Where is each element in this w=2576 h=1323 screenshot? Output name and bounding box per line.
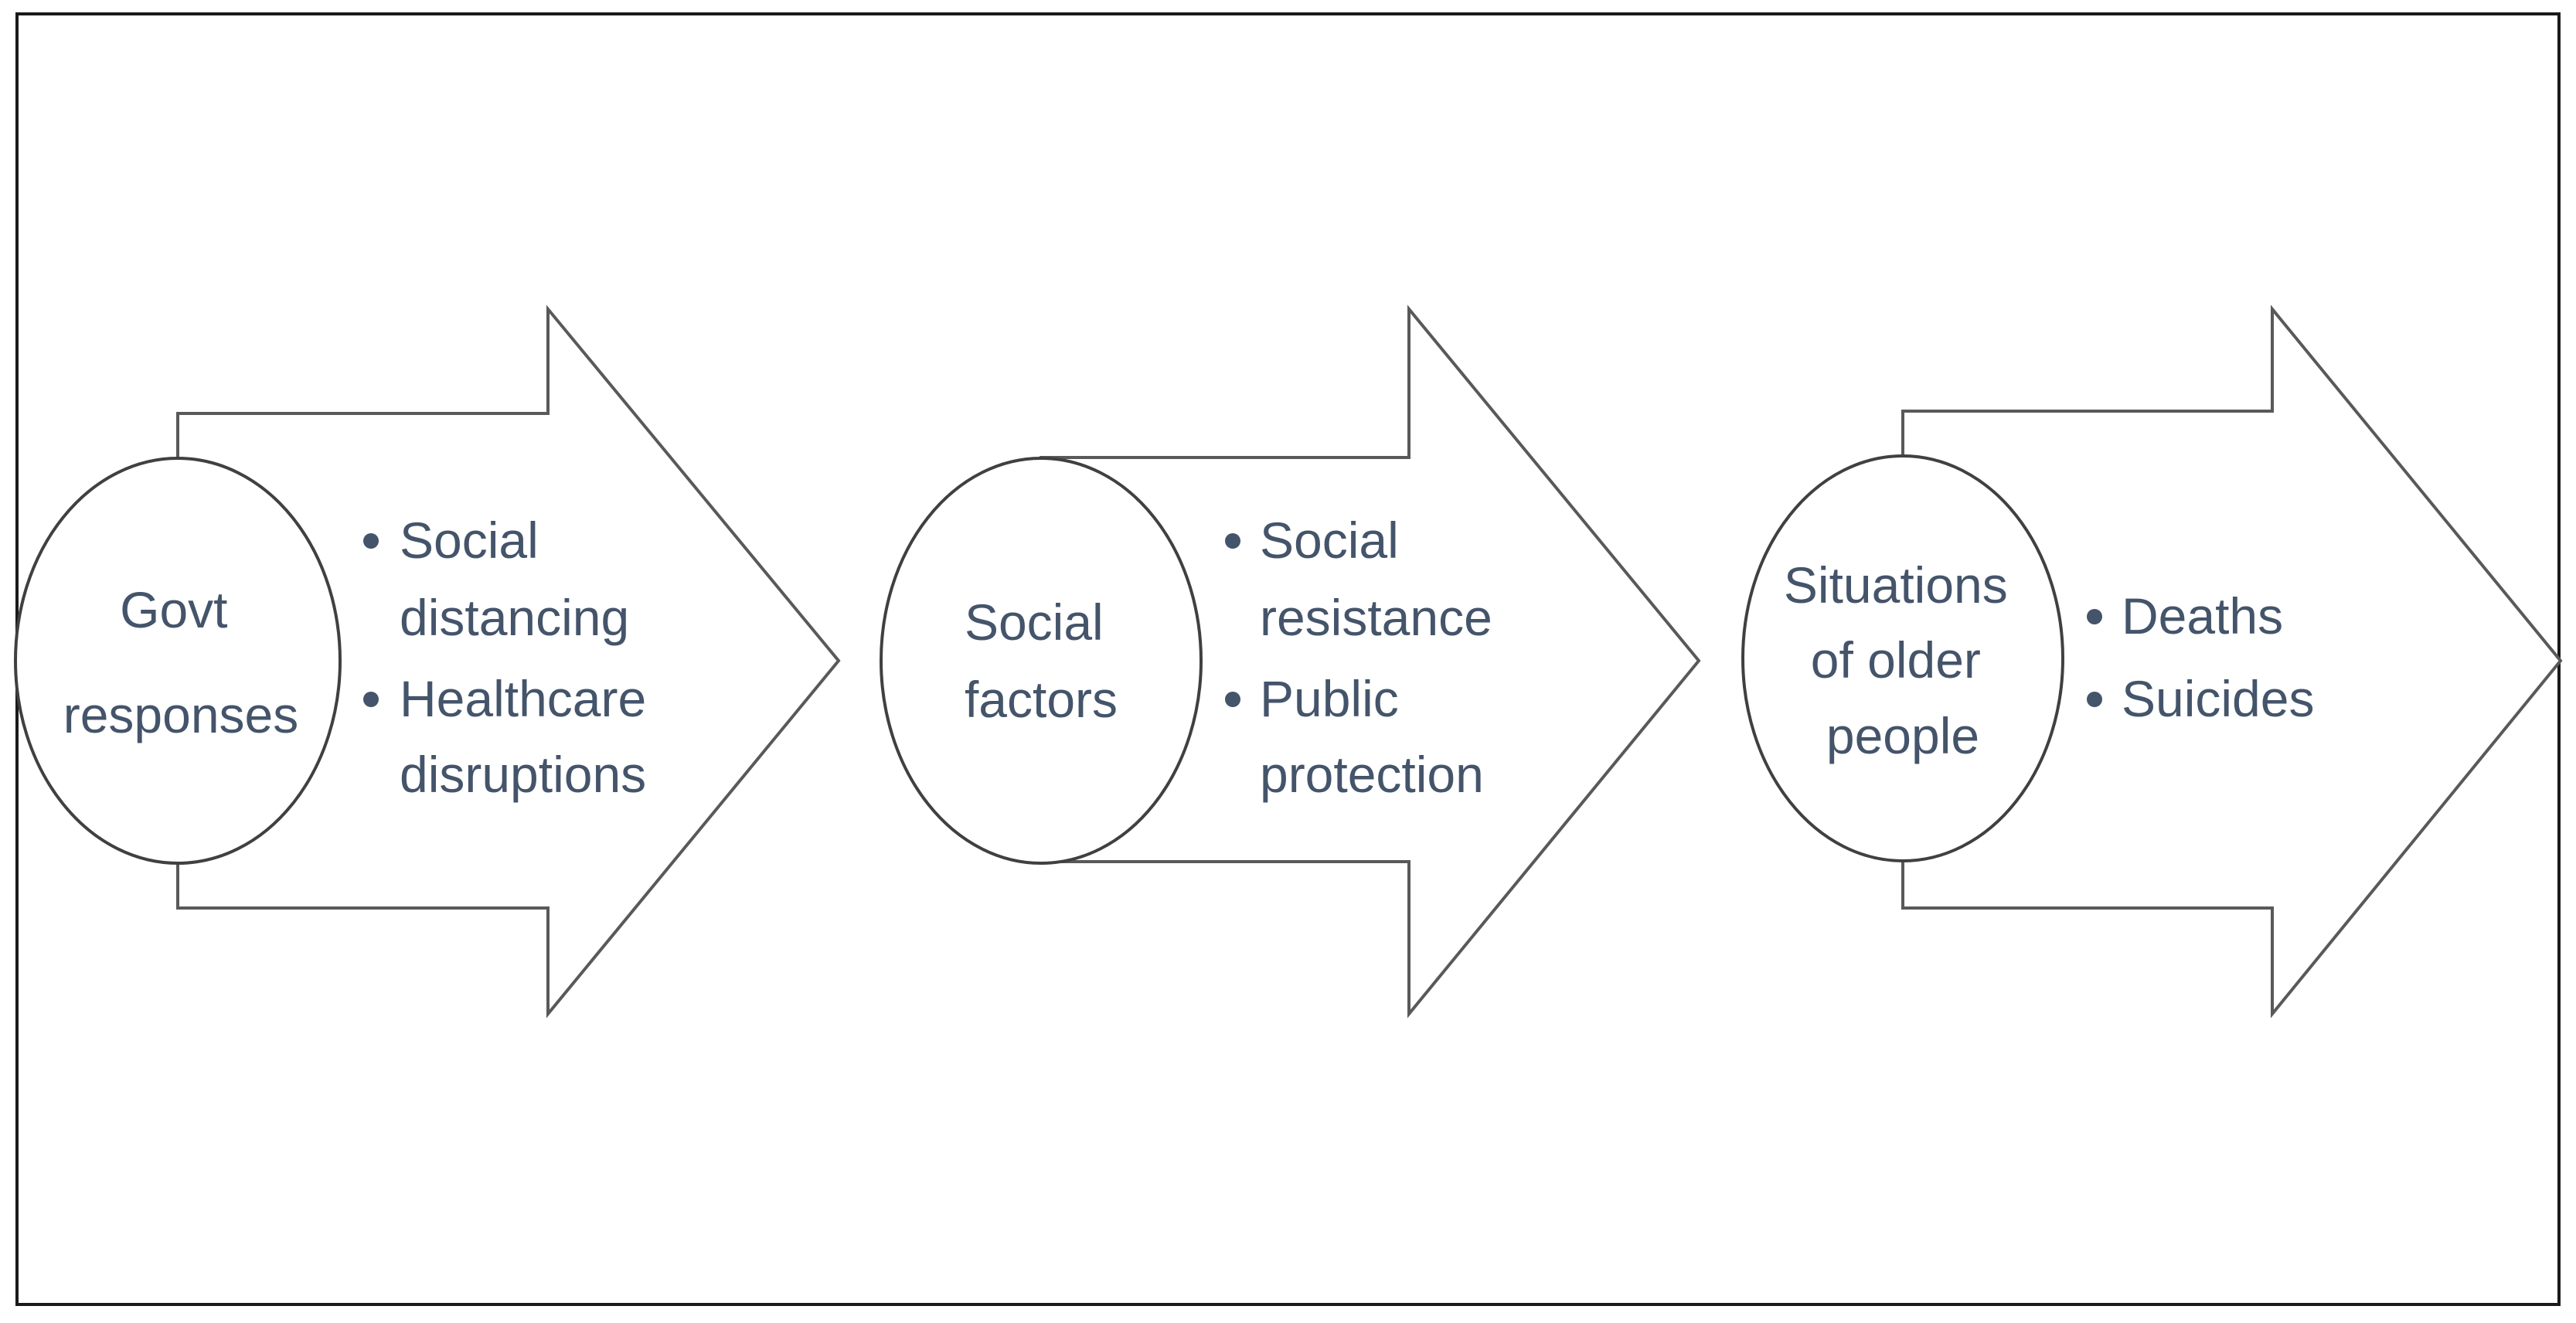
stage-1-bullet-2-line-1: Healthcare [400,670,646,727]
stage-3-bullet-1-line-1: Deaths [2122,587,2283,644]
stage-1-circle [14,457,342,865]
stage-3-label-line-1: Situations [1784,556,2008,614]
stage-2-bullet-1-line-1: Social [1260,512,1399,569]
stage-3: Situations of older people Deaths Suicid… [1741,304,2563,1019]
stage-2-bullet-1-dot [1225,533,1240,549]
stage-3-label: Situations of older people [1784,556,2022,764]
stage-2-bullet-2-line-2: protection [1260,746,1484,803]
stage-1: Govt responses Social distancing Healthc… [14,304,841,1019]
stage-2-bullet-2-line-1: Public [1260,670,1399,727]
stage-2-bullet-1: Social resistance [1260,512,1492,646]
stage-1-bullet-1-line-2: distancing [400,589,629,646]
stage-2-label-line-1: Social [965,593,1104,651]
stage-3-arrow [1901,304,2563,1019]
stage-1-label-line-1: Govt [120,581,227,638]
stage-1-label-line-2: responses [63,686,299,743]
stage-2-label: Social factors [965,593,1118,728]
stage-1-arrow [176,304,841,1019]
stage-3-bullet-2: Suicides [2122,670,2314,727]
stage-3-label-line-2: of older [1811,631,1981,689]
stage-2-label-line-2: factors [965,671,1118,728]
stage-3-bullet-2-line-1: Suicides [2122,670,2314,727]
stage-3-circle [1741,454,2064,862]
stage-1-bullet-2-dot [363,692,379,707]
stage-3-bullet-2-dot [2087,692,2102,707]
stage-1-bullet-1-dot [363,533,379,549]
stage-3-bullet-1: Deaths [2122,587,2283,644]
stage-3-bullet-1-dot [2087,609,2102,624]
stage-2-circle [880,457,1203,865]
stage-2: Social factors Social resistance Public … [880,304,1701,1019]
stage-1-bullet-1: Social distancing [400,512,629,646]
stage-1-label: Govt responses [63,581,299,743]
stage-1-bullet-2-line-2: disruptions [400,746,646,803]
stage-2-bullet-1-line-2: resistance [1260,589,1492,646]
stage-2-bullet-2-dot [1225,692,1240,707]
stage-2-bullet-2: Public protection [1260,670,1484,803]
stage-1-bullet-1-line-1: Social [400,512,539,569]
stage-2-arrow [1040,304,1701,1019]
stage-3-label-line-3: people [1826,707,1979,764]
stage-1-bullet-2: Healthcare disruptions [400,670,661,803]
